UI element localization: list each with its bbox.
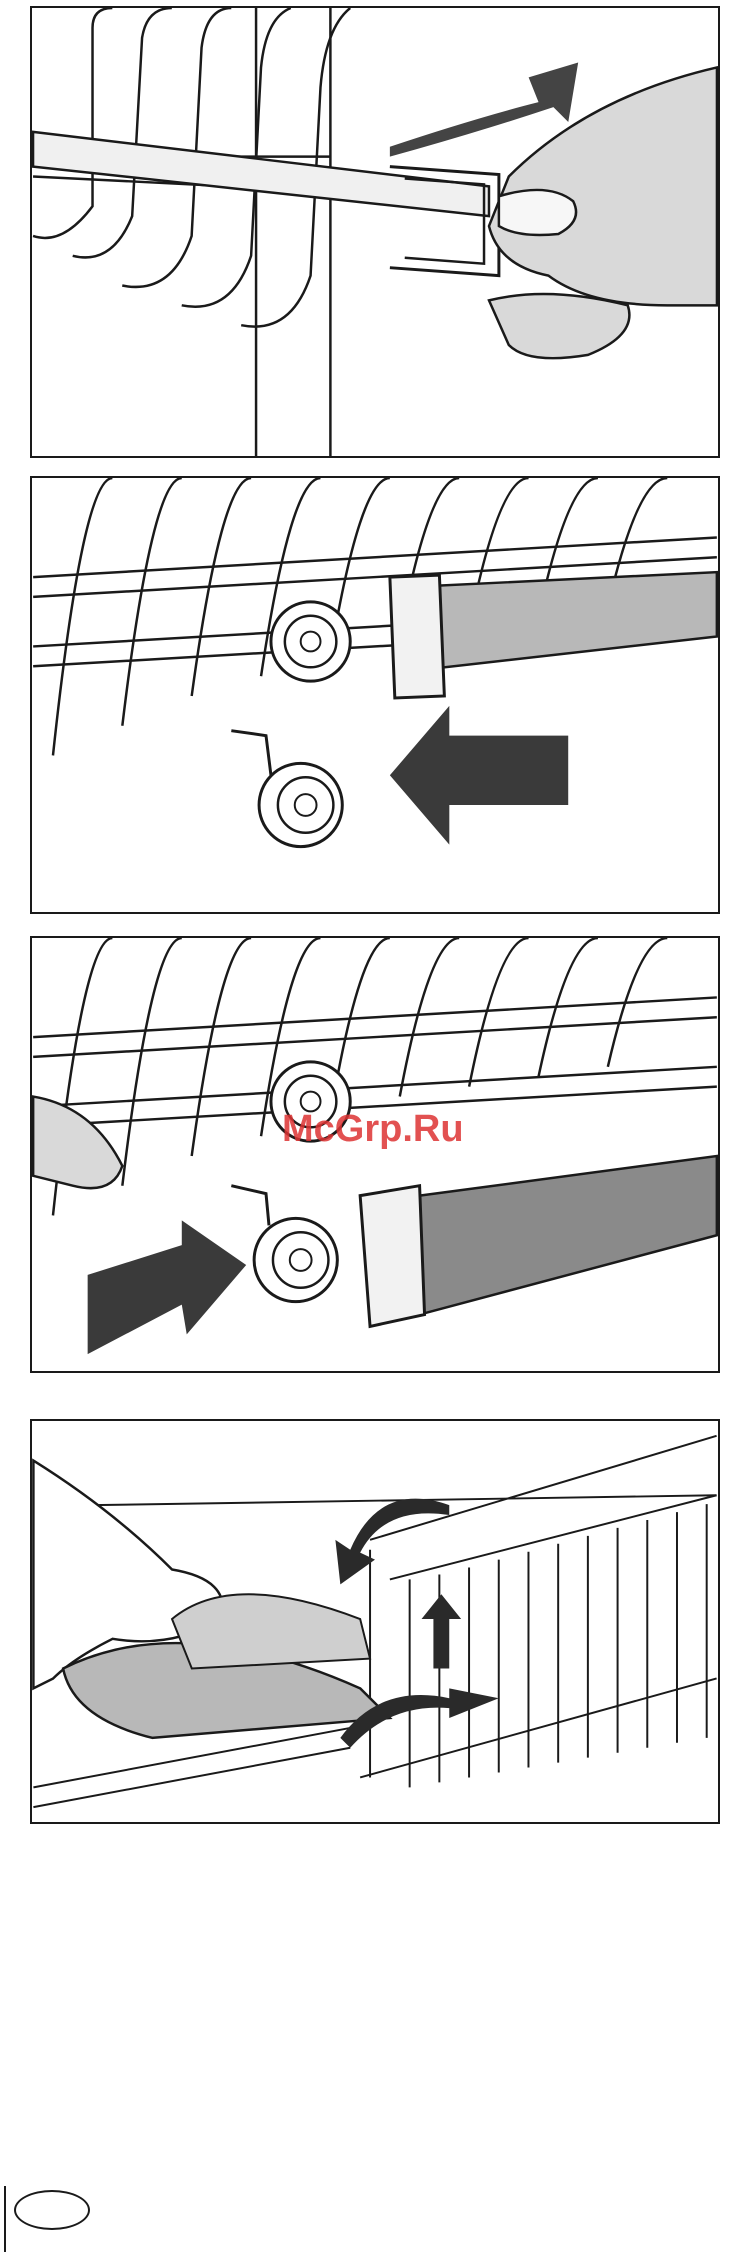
arrow-left-icon	[390, 706, 568, 845]
wheel-icon	[271, 602, 350, 681]
rail-clip-lift-illustration	[32, 8, 718, 456]
arrow-up-icon	[422, 1594, 462, 1668]
wheel-icon	[231, 1186, 337, 1302]
illustration-panel-1	[30, 6, 720, 458]
folding-rack-illustration	[32, 1421, 718, 1822]
page-marker	[4, 2186, 86, 2232]
curved-arrow-down-icon	[335, 1499, 449, 1585]
page-marker-bar	[4, 2186, 6, 2252]
wheel-icon	[231, 731, 342, 847]
illustration-panel-3	[30, 936, 720, 1373]
wheel-insertion-illustration	[32, 938, 718, 1371]
illustration-panel-2	[30, 476, 720, 914]
page-marker-oval	[14, 2190, 90, 2230]
wheel-removal-illustration	[32, 478, 718, 912]
illustration-panel-4	[30, 1419, 720, 1824]
watermark: McGrp.Ru	[282, 1108, 464, 1151]
arrow-right-icon	[88, 1220, 247, 1354]
